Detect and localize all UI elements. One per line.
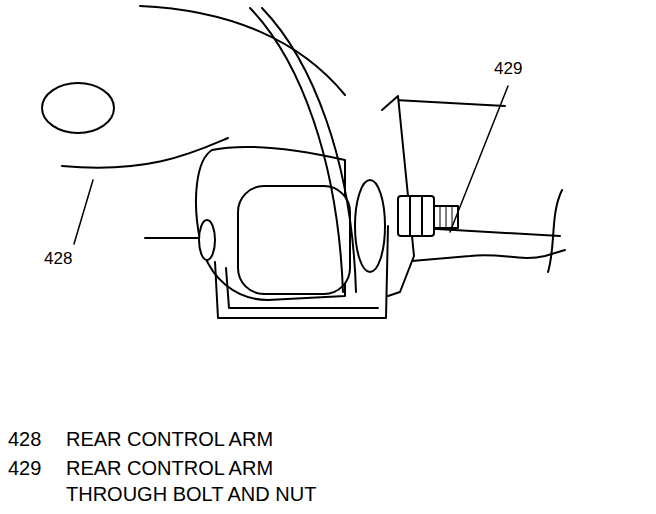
part-name: REAR CONTROL ARM THROUGH BOLT AND NUT: [66, 455, 366, 507]
callout-number: 428: [8, 426, 41, 452]
part-name: REAR CONTROL ARM: [66, 426, 366, 452]
bolt-thread: [434, 206, 458, 228]
nut: [398, 196, 434, 236]
leader-line: [74, 180, 93, 244]
thread-lines: [440, 206, 452, 228]
nut-face: [410, 196, 422, 236]
callout-number: 429: [8, 455, 41, 481]
frame-break: [548, 190, 562, 272]
bracket: [226, 268, 378, 308]
arm-hole: [42, 83, 114, 133]
callout-number: 428: [44, 248, 72, 270]
callout-number: 429: [494, 58, 522, 80]
washer: [355, 180, 385, 272]
frame-edge: [395, 100, 505, 106]
arm-edge: [145, 237, 198, 239]
frame-edge: [420, 228, 560, 236]
arm-flange: [250, 8, 343, 292]
arm-flange: [262, 8, 356, 292]
leader-line: [450, 86, 508, 232]
bushing-end: [199, 220, 215, 260]
frame-edge: [400, 250, 565, 262]
arm-edge: [140, 6, 345, 95]
